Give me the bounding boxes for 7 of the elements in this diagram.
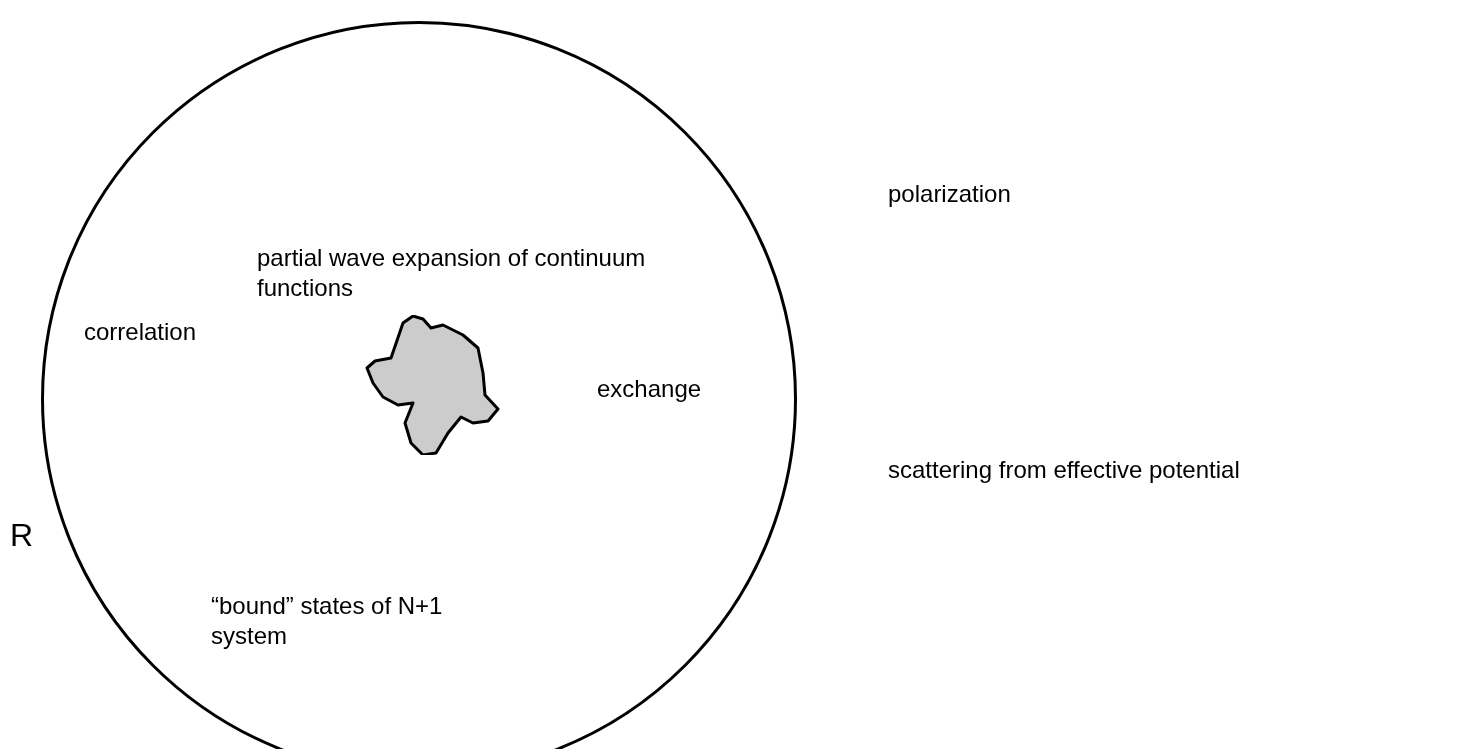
region-label: scattering from effective potential [888, 455, 1240, 485]
region-label: correlation [84, 317, 198, 347]
region-label: polarization [888, 179, 1011, 209]
radius-label: R [10, 516, 34, 555]
region-label: exchange [597, 374, 703, 404]
region-label: partial wave expansion of continuum functions [257, 243, 647, 303]
region-label: “bound” states of N+1 system [211, 591, 444, 651]
